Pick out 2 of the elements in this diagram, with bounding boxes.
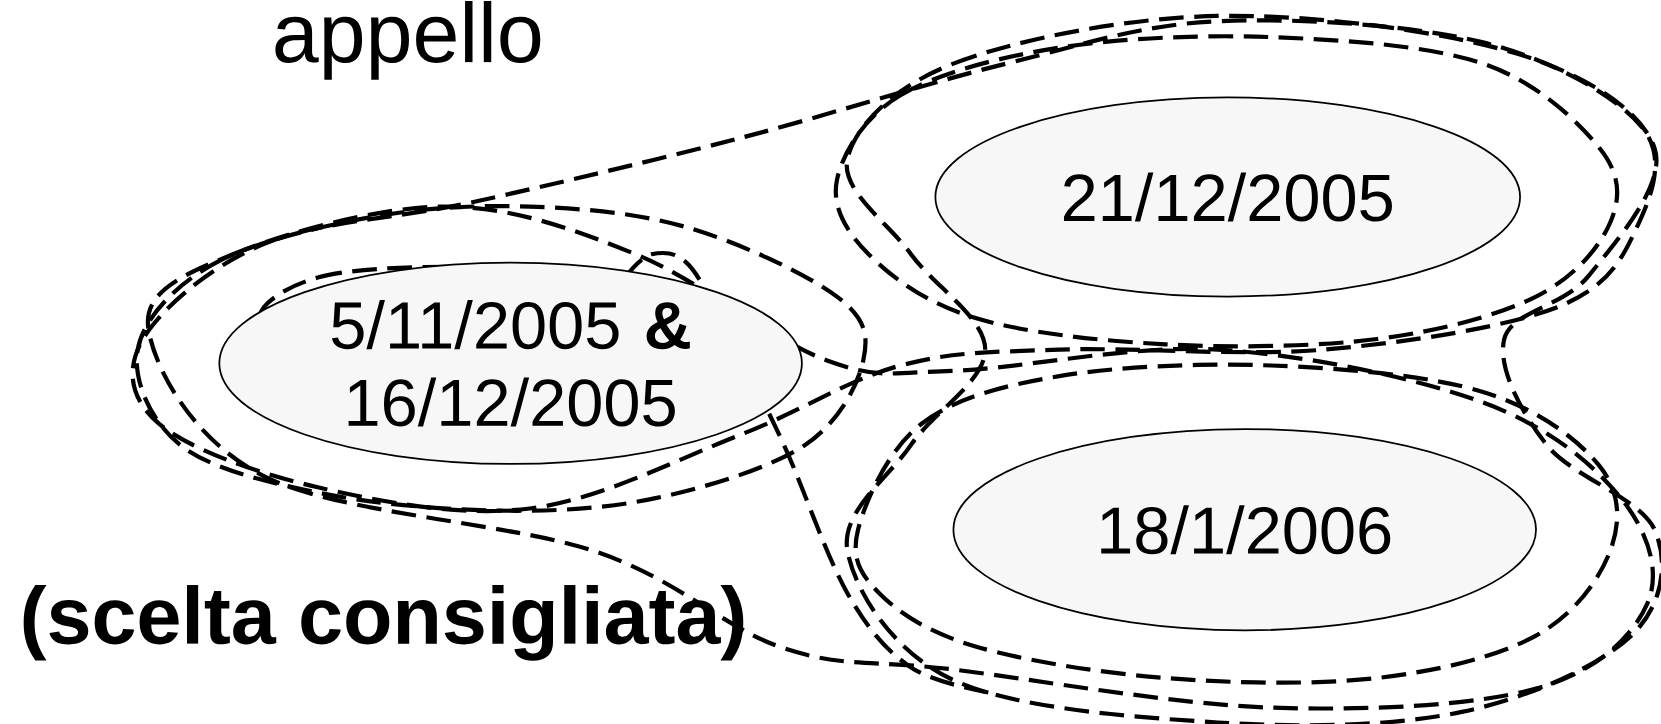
- note-text: (scelta consigliata): [23, 585, 744, 661]
- title-text: appello: [275, 1, 541, 80]
